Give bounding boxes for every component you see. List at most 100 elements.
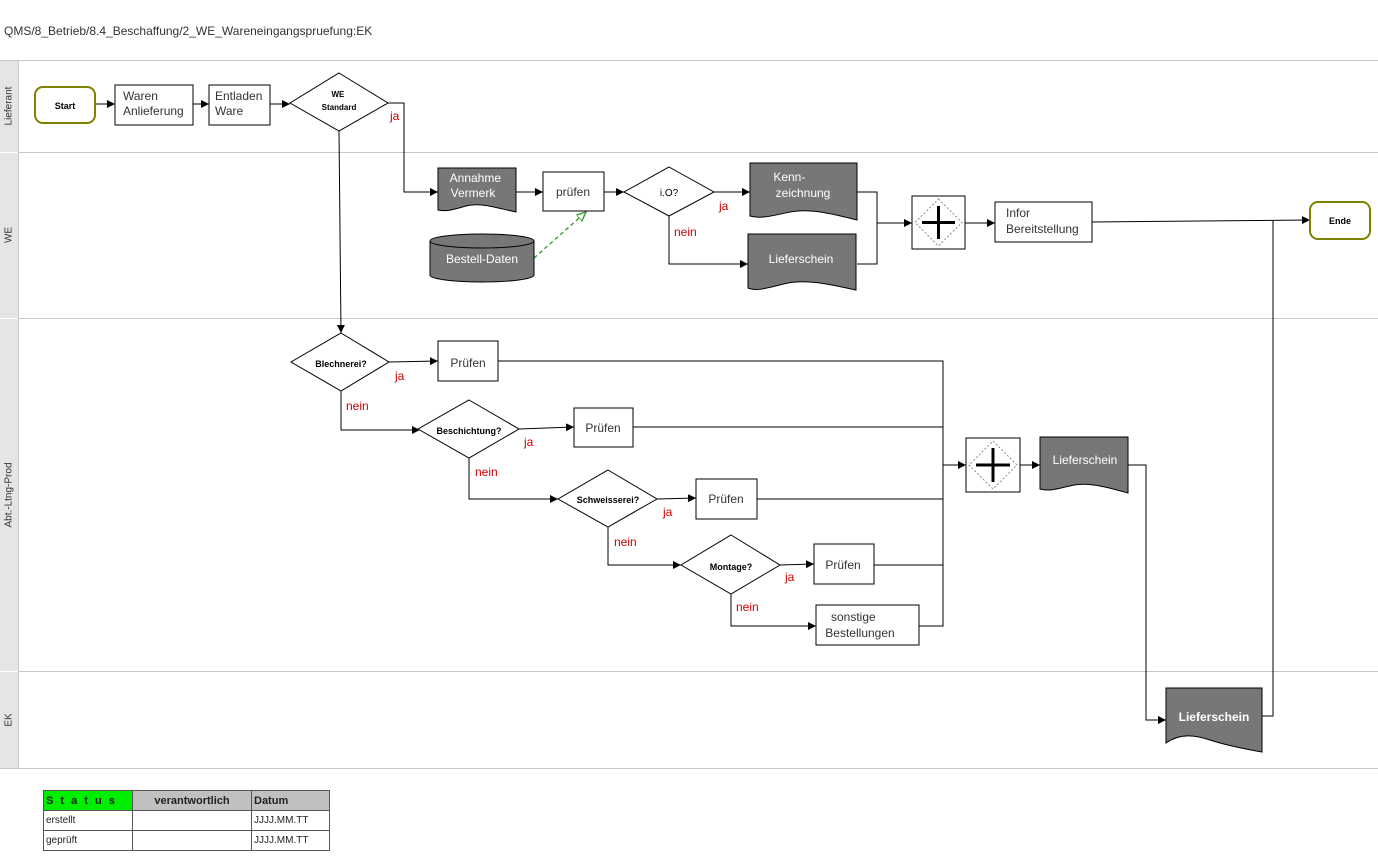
decision-we-standard xyxy=(289,72,389,132)
plus-icon xyxy=(976,448,1010,482)
document-lieferschein-ek xyxy=(1165,687,1263,753)
task-sonstige-bestellungen xyxy=(815,604,920,646)
plus-icon xyxy=(922,206,955,239)
edge-label-ja: ja xyxy=(662,505,673,519)
annahme-label: Vermerk xyxy=(451,186,497,200)
responsible-cell[interactable] xyxy=(132,810,252,831)
document-lieferschein-we xyxy=(747,233,857,291)
schweisserei-label: Schweisserei? xyxy=(577,495,640,505)
bestell-label: Bestell-Daten xyxy=(446,252,518,266)
edge-label-nein: nein xyxy=(346,399,369,413)
sonstige-label: sonstige xyxy=(831,610,876,624)
lane-divider xyxy=(18,671,1378,672)
flow-edge xyxy=(730,594,816,630)
lane-header-ek: EK xyxy=(0,672,19,768)
document-kennzeichnung xyxy=(749,162,858,221)
table-row: geprüft JJJJ.MM.TT xyxy=(43,830,330,851)
decision-montage xyxy=(680,534,781,595)
annahme-label: Annahme xyxy=(450,171,502,185)
edge-label-ja: ja xyxy=(523,435,534,449)
edge-label-nein: nein xyxy=(614,535,637,549)
table-row: erstellt JJJJ.MM.TT xyxy=(43,810,330,831)
we-standard-label: Standard xyxy=(322,103,357,112)
flow-edge xyxy=(857,191,912,227)
flow-edge xyxy=(388,102,438,196)
start-event xyxy=(34,86,96,124)
edge-label-nein: nein xyxy=(674,225,697,239)
flow-edge xyxy=(779,560,815,569)
flow-edge xyxy=(518,423,575,432)
pruefen4-label: Prüfen xyxy=(825,558,860,572)
end-event xyxy=(1309,201,1371,240)
lane-divider xyxy=(0,768,1378,769)
responsible-cell[interactable] xyxy=(132,830,252,851)
infor-label: Infor xyxy=(1006,206,1030,220)
task-pruefen-3 xyxy=(695,478,758,520)
pruefen2-label: Prüfen xyxy=(585,421,620,435)
task-pruefen-we xyxy=(542,171,605,212)
lane-header-prod: Abt.-Ltng-Prod xyxy=(0,319,19,671)
flow-edge xyxy=(607,527,681,569)
svg-text:Annahme Vermerk: Annahme Vermerk xyxy=(450,171,505,200)
task-entladen-ware xyxy=(208,84,271,126)
sonstige-label: Bestellungen xyxy=(825,626,894,640)
flow-edge xyxy=(1128,464,1166,724)
lane-divider xyxy=(18,318,1378,319)
pruefen1-label: Prüfen xyxy=(450,356,485,370)
lane-header-we: WE xyxy=(0,153,19,318)
flow-edge xyxy=(857,223,878,265)
waren-label: Anlieferung xyxy=(123,104,184,118)
flow-edge xyxy=(1262,221,1274,717)
task-infor-bereitstellung xyxy=(994,201,1093,243)
task-pruefen-2 xyxy=(573,407,634,448)
svg-text:Kenn- zeichnung: Kenn- zeichnung xyxy=(773,170,830,200)
entladen-label: Entladen xyxy=(215,89,262,103)
edge-label-ja: ja xyxy=(394,369,405,383)
svg-text:Waren Anlieferung: Waren Anlieferung xyxy=(123,89,184,118)
flow-edge xyxy=(498,360,944,627)
decision-schweisserei xyxy=(556,469,658,528)
flow-edge xyxy=(388,357,439,366)
start-label: Start xyxy=(55,101,76,111)
ende-label: Ende xyxy=(1329,216,1351,226)
lane-divider xyxy=(18,152,1378,153)
document-annahme-vermerk xyxy=(437,167,517,213)
task-waren-anlieferung xyxy=(114,84,194,126)
top-divider xyxy=(0,60,1378,61)
task-pruefen-1 xyxy=(437,340,499,382)
document-lieferschein-prod xyxy=(1039,436,1129,494)
pruefen-we-label: prüfen xyxy=(556,185,590,199)
entladen-label: Ware xyxy=(215,104,244,118)
flow-edge xyxy=(468,458,558,503)
lane-header-lieferant: Lieferant xyxy=(0,61,19,152)
pruefen3-label: Prüfen xyxy=(708,492,743,506)
svg-text:sonstige Bestellungen: sonstige Bestellungen xyxy=(825,610,894,640)
flow-edge xyxy=(336,130,345,334)
edge-label-ja: ja xyxy=(784,570,795,584)
edge-label-nein: nein xyxy=(736,600,759,614)
status-table: S t a t u s verantwortlich Datum erstell… xyxy=(43,790,330,851)
decision-io xyxy=(622,166,716,217)
lieferschein-ek-label: Lieferschein xyxy=(1179,710,1250,724)
lieferschein-prod-label: Lieferschein xyxy=(1053,453,1118,467)
status-header-datum: Datum xyxy=(251,790,330,811)
kenn-label: zeichnung xyxy=(776,186,831,200)
flow-edge xyxy=(1091,216,1311,225)
status-cell: erstellt xyxy=(43,810,133,831)
status-table-header: S t a t u s verantwortlich Datum xyxy=(43,790,330,811)
flow-edge xyxy=(668,216,748,268)
status-header-status: S t a t u s xyxy=(43,790,133,811)
status-header-verantwortlich: verantwortlich xyxy=(132,790,252,811)
date-cell[interactable]: JJJJ.MM.TT xyxy=(251,830,330,851)
edge-label-ja: ja xyxy=(718,199,729,213)
infor-label: Bereitstellung xyxy=(1006,222,1079,236)
flow-edge xyxy=(656,494,697,503)
decision-blechnerei xyxy=(290,332,390,392)
waren-label: Waren xyxy=(123,89,158,103)
association-edge xyxy=(534,212,586,258)
date-cell[interactable]: JJJJ.MM.TT xyxy=(251,810,330,831)
lieferschein-we-label: Lieferschein xyxy=(769,252,834,266)
beschichtung-label: Beschichtung? xyxy=(436,426,501,436)
decision-beschichtung xyxy=(416,399,520,459)
